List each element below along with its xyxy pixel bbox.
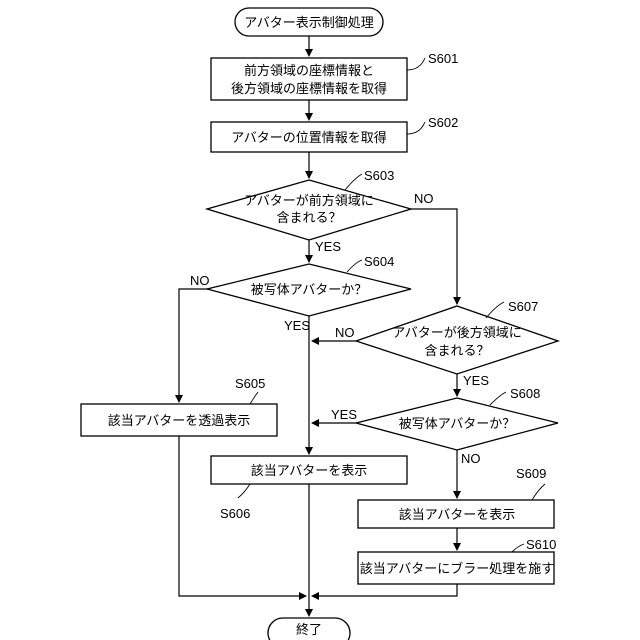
s607-no-label: NO xyxy=(335,325,355,340)
s605-step-id: S605 xyxy=(235,376,265,391)
decision-s604: 被写体アバターか？ S604 NO YES xyxy=(190,254,411,333)
s603-no-label: NO xyxy=(414,191,434,206)
s601-line2: 後方領域の座標情報を取得 xyxy=(231,81,387,97)
s601-step-id: S601 xyxy=(428,51,458,66)
s606-step-id: S606 xyxy=(220,506,250,521)
s608-step-id: S608 xyxy=(510,386,540,401)
s603-line1: アバターが前方領域に xyxy=(244,193,373,209)
s607-line1: アバターが後方領域に xyxy=(392,325,521,341)
s604-no-label: NO xyxy=(190,273,210,288)
s608-no-label: NO xyxy=(461,451,481,466)
s607-line2: 含まれる？ xyxy=(424,343,489,359)
s604-step-id: S604 xyxy=(364,254,394,269)
s601-line1: 前方領域の座標情報と xyxy=(244,63,374,79)
s608-yes-label: YES xyxy=(331,407,357,422)
decision-s608: 被写体アバターか？ S608 YES NO xyxy=(331,386,558,466)
s605-text: 該当アバターを透過表示 xyxy=(108,413,250,429)
end-label: 終了 xyxy=(296,622,322,638)
start-terminal: アバター表示制御処理 xyxy=(235,8,383,36)
s602-text: アバターの位置情報を取得 xyxy=(231,130,386,146)
s603-yes-label: YES xyxy=(315,239,341,254)
s604-text: 被写体アバターか？ xyxy=(251,283,367,298)
s603-step-id: S603 xyxy=(364,168,394,183)
s608-text: 被写体アバターか？ xyxy=(399,417,515,432)
s604-yes-label: YES xyxy=(284,318,310,333)
s603-line2: 含まれる？ xyxy=(276,210,341,226)
process-s602: アバターの位置情報を取得 S602 xyxy=(211,115,458,152)
s602-step-id: S602 xyxy=(428,115,458,130)
s609-step-id: S609 xyxy=(516,466,546,481)
s609-text: 該当アバターを表示 xyxy=(399,507,515,523)
decision-s607: アバターが後方領域に 含まれる？ S607 NO YES xyxy=(335,299,558,388)
start-label: アバター表示制御処理 xyxy=(244,16,373,31)
s610-text: 該当アバターにブラー処理を施す xyxy=(360,561,554,577)
s607-yes-label: YES xyxy=(463,373,489,388)
process-s601: 前方領域の座標情報と 後方領域の座標情報を取得 S601 xyxy=(211,51,458,100)
s606-text: 該当アバターを表示 xyxy=(251,463,367,479)
s607-step-id: S607 xyxy=(508,299,538,314)
decision-s603: アバターが前方領域に 含まれる？ S603 NO YES xyxy=(207,168,434,254)
s610-step-id: S610 xyxy=(526,537,556,552)
end-terminal: 終了 xyxy=(268,618,350,640)
